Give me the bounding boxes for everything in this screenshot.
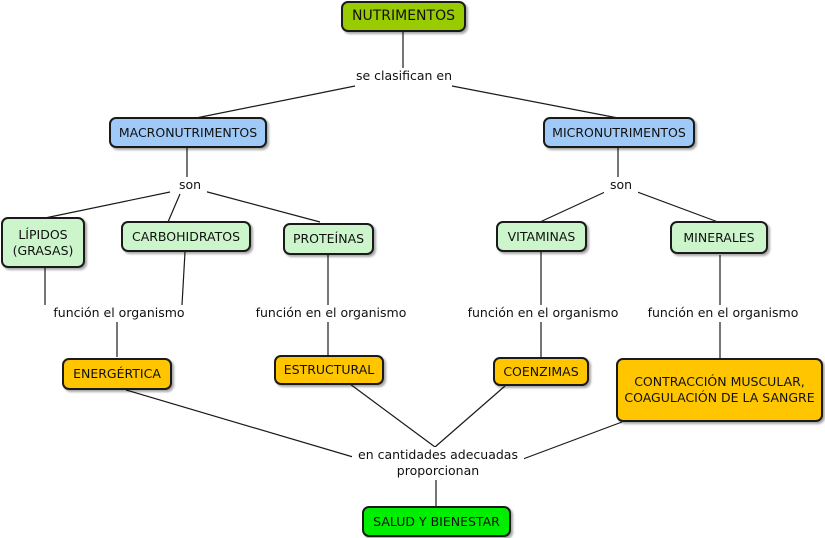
link-label-se-clasifican: se clasifican en	[350, 68, 458, 85]
node-estructural[interactable]: ESTRUCTURAL	[274, 355, 384, 385]
node-lipidos[interactable]: LÍPIDOS (GRASAS)	[1, 217, 85, 268]
node-coenzimas-label: COENZIMAS	[503, 363, 579, 379]
link-label-proporcionan: en cantidades adecuadas proporcionan	[352, 447, 524, 480]
node-minerales[interactable]: MINERALES	[670, 221, 768, 254]
node-salud-bienestar[interactable]: SALUD Y BIENESTAR	[362, 506, 511, 537]
node-macronutrimentos-label: MACRONUTRIMENTOS	[118, 124, 258, 140]
node-nutrimentos[interactable]: NUTRIMENTOS	[341, 1, 466, 32]
node-proteinas[interactable]: PROTEÍNAS	[283, 223, 374, 255]
node-coenzimas[interactable]: COENZIMAS	[493, 357, 589, 386]
link-label-funcion-1: función el organismo	[48, 305, 190, 322]
node-minerales-label: MINERALES	[683, 229, 755, 245]
node-carbohidratos[interactable]: CARBOHIDRATOS	[121, 221, 251, 252]
link-label-funcion-3: función en el organismo	[464, 305, 622, 322]
node-proteinas-label: PROTEÍNAS	[292, 231, 365, 247]
node-energetica-label: ENERGÉRTICA	[73, 366, 161, 382]
node-energetica[interactable]: ENERGÉRTICA	[62, 358, 172, 390]
link-label-son-micro: son	[604, 177, 638, 194]
node-contraccion[interactable]: CONTRACCIÓN MUSCULAR, COAGULACIÓN DE LA …	[616, 358, 823, 422]
node-lipidos-label: LÍPIDOS (GRASAS)	[12, 226, 74, 258]
node-contraccion-label: CONTRACCIÓN MUSCULAR, COAGULACIÓN DE LA …	[624, 374, 815, 405]
link-label-funcion-2: función en el organismo	[252, 305, 410, 322]
node-salud-bienestar-label: SALUD Y BIENESTAR	[373, 513, 500, 529]
node-vitaminas-label: VITAMINAS	[507, 228, 576, 244]
link-label-son-macro: son	[173, 177, 207, 194]
link-label-funcion-4: función en el organismo	[644, 305, 802, 322]
node-macronutrimentos[interactable]: MACRONUTRIMENTOS	[109, 117, 267, 148]
node-nutrimentos-label: NUTRIMENTOS	[352, 7, 455, 24]
node-vitaminas[interactable]: VITAMINAS	[496, 221, 587, 252]
node-micronutrimentos[interactable]: MICRONUTRIMENTOS	[543, 117, 695, 148]
node-carbohidratos-label: CARBOHIDRATOS	[131, 228, 241, 244]
node-micronutrimentos-label: MICRONUTRIMENTOS	[552, 124, 686, 140]
node-estructural-label: ESTRUCTURAL	[283, 362, 375, 378]
